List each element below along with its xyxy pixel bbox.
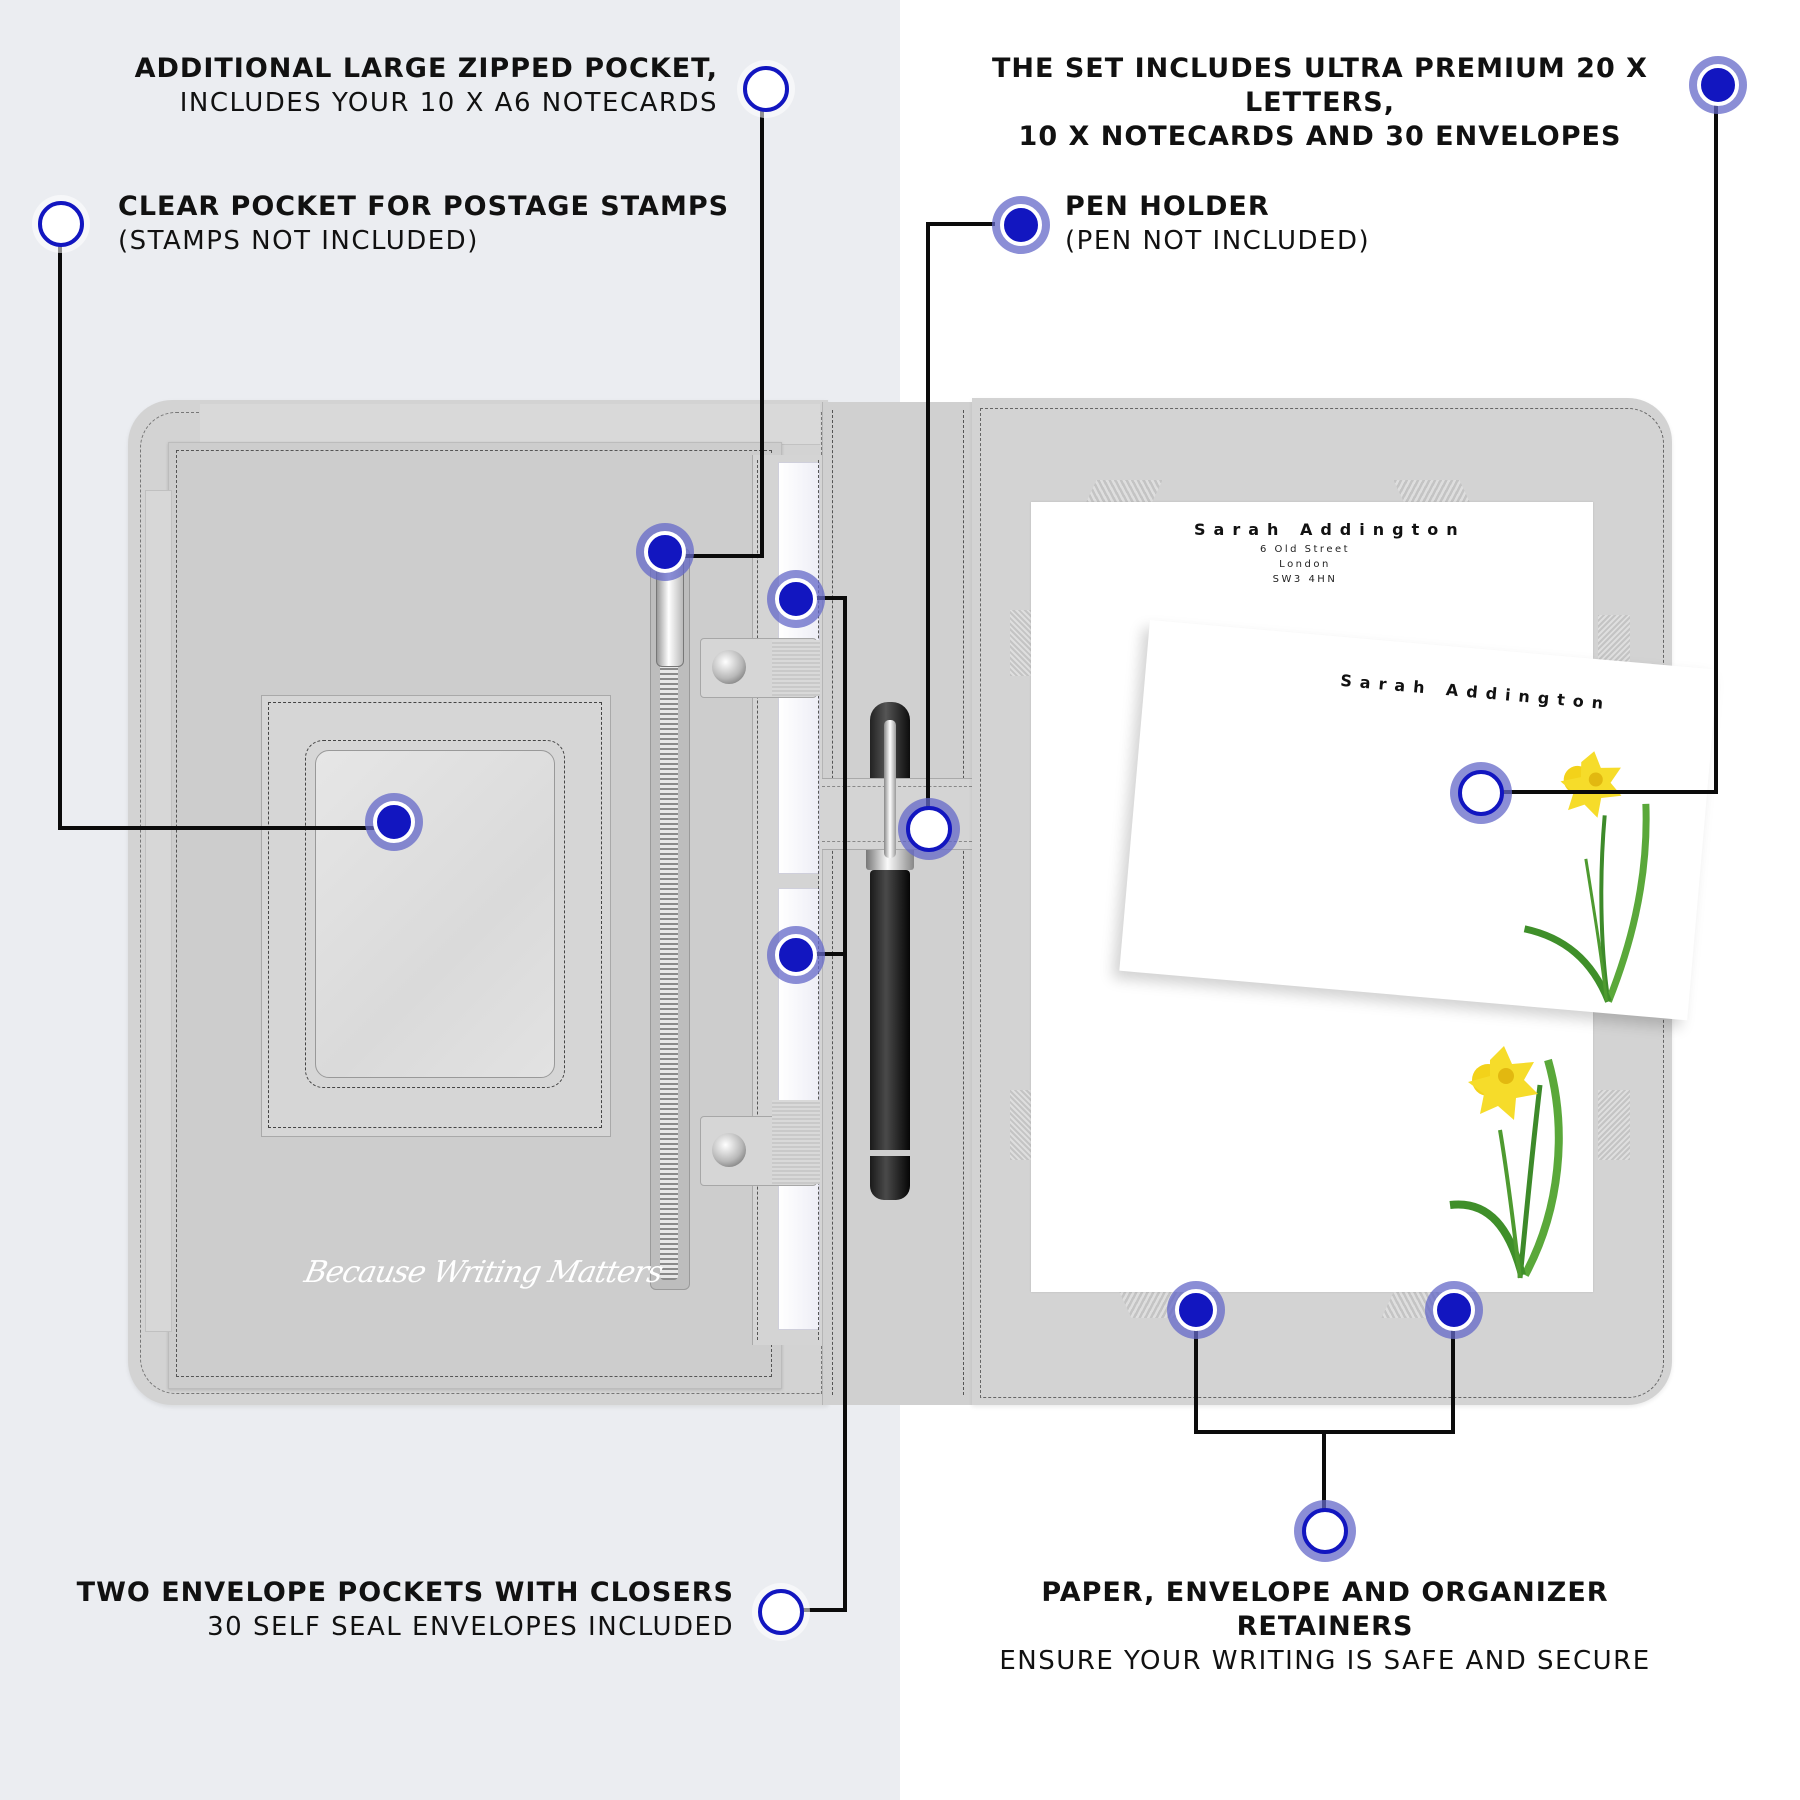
callout-stamp-pocket: Clear pocket for postage stamps (Stamps …: [118, 190, 818, 258]
callout-zipped-pocket-heading: Additional large zipped pocket,: [134, 53, 718, 84]
zipper-teeth: [660, 590, 678, 1280]
notecard-daffodil-illustration: [1523, 751, 1650, 1003]
callout-envelope-pockets: Two envelope pockets with closers 30 sel…: [14, 1576, 734, 1644]
pen-clip-over-strap: [884, 770, 896, 858]
notecard: Sarah Addington: [1119, 620, 1718, 1021]
callout-stamp-pocket-subtext: (Stamps not included): [118, 226, 479, 256]
callout-zipped-pocket: Additional large zipped pocket, Includes…: [18, 52, 718, 120]
marker-stamp-pocket[interactable]: [373, 801, 415, 843]
callout-retainers-subtext: Ensure your writing is safe and secure: [999, 1646, 1651, 1676]
embossed-slogan: Because Writing Matters: [301, 1255, 666, 1290]
marker-retainers-label[interactable]: [1302, 1508, 1348, 1554]
marker-retainer-right[interactable]: [1433, 1289, 1475, 1331]
elastic-band-top: [772, 640, 820, 696]
left-cover-top-band: [200, 404, 820, 445]
elastic-band-bottom: [772, 1100, 820, 1184]
callout-pen-holder: Pen holder (Pen not included): [1065, 190, 1565, 258]
callout-retainers-heading: Paper, envelope and organizer retainers: [1041, 1577, 1609, 1642]
marker-envelope-pockets-label[interactable]: [758, 1589, 804, 1635]
callout-zipped-pocket-subtext: Includes your 10 x A6 notecards: [179, 88, 718, 118]
pen-barrel: [870, 870, 910, 1200]
callout-set-includes-line1: The set includes ultra premium 20 x lett…: [992, 53, 1648, 118]
retainer-lower-side-right: [1598, 1090, 1630, 1160]
marker-envelope-pocket-bottom[interactable]: [775, 934, 817, 976]
marker-notecard[interactable]: [1458, 770, 1504, 816]
pen-lower-ring: [870, 1150, 910, 1156]
stamp-pocket-window[interactable]: [315, 750, 555, 1078]
letter-address-line: SW3 4HN: [1272, 574, 1338, 585]
marker-set-includes-label[interactable]: [1697, 64, 1739, 106]
snap-button-bottom[interactable]: [712, 1133, 746, 1167]
callout-retainers: Paper, envelope and organizer retainers …: [950, 1576, 1700, 1678]
letter-sender-name: Sarah Addington: [1194, 520, 1466, 539]
marker-retainer-left[interactable]: [1175, 1289, 1217, 1331]
left-edge-tab: [145, 490, 172, 1332]
snap-button-top[interactable]: [712, 650, 746, 684]
letter-address: 6 Old Street London SW3 4HN: [1240, 542, 1370, 587]
callout-envelope-pockets-heading: Two envelope pockets with closers: [76, 1577, 734, 1608]
marker-pen-holder[interactable]: [906, 806, 952, 852]
callout-set-includes: The set includes ultra premium 20 x lett…: [930, 52, 1710, 154]
marker-envelope-pocket-top[interactable]: [775, 578, 817, 620]
callout-stamp-pocket-heading: Clear pocket for postage stamps: [118, 191, 730, 222]
marker-pen-holder-label[interactable]: [1000, 204, 1042, 246]
zipper-pull[interactable]: [656, 555, 684, 667]
callout-envelope-pockets-subtext: 30 self seal envelopes included: [207, 1612, 734, 1642]
callout-set-includes-line2: 10 X notecards and 30 envelopes: [1018, 121, 1622, 152]
letter-address-line: London: [1279, 559, 1331, 570]
marker-zipped-pocket[interactable]: [644, 531, 686, 573]
letter-address-line: 6 Old Street: [1259, 544, 1351, 555]
marker-zipped-pocket-label[interactable]: [743, 66, 789, 112]
marker-stamp-pocket-label[interactable]: [38, 201, 84, 247]
callout-pen-holder-subtext: (Pen not included): [1065, 226, 1371, 256]
callout-pen-holder-heading: Pen holder: [1065, 191, 1270, 222]
